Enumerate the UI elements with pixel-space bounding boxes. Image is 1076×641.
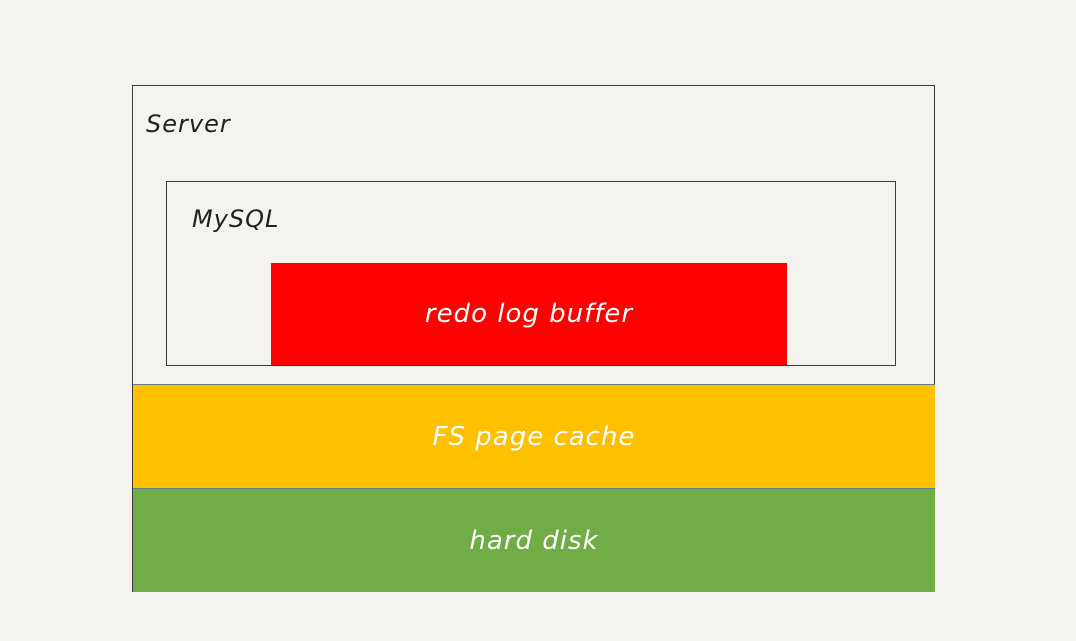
hard-disk-layer: hard disk [133,488,935,592]
fs-page-cache-label: FS page cache [432,421,636,452]
mysql-box [166,181,896,366]
fs-page-cache-layer: FS page cache [133,384,935,488]
redo-log-buffer-label: redo log buffer [424,299,634,329]
mysql-label: MySQL [192,205,280,233]
server-label: Server [146,110,231,138]
redo-log-buffer-block: redo log buffer [271,263,787,365]
hard-disk-label: hard disk [469,525,599,556]
